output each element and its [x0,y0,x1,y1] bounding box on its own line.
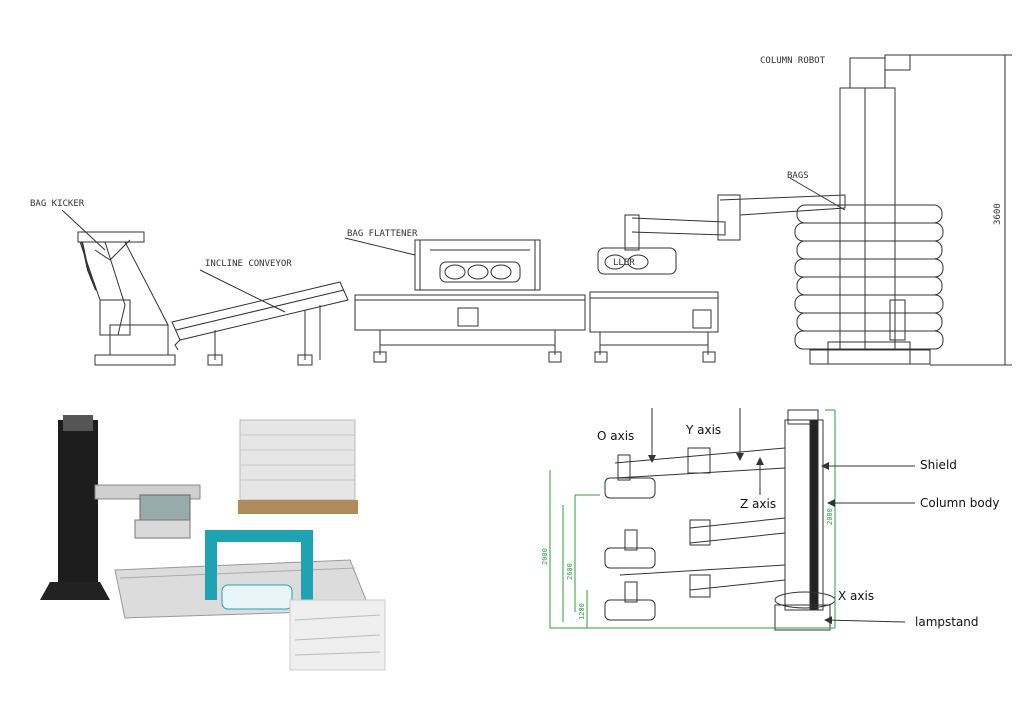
x-axis-label: X axis [838,589,874,603]
incline-conveyor [171,281,349,366]
o-axis-label: O axis [597,429,634,443]
bag-kicker-label: BAG KICKER [30,199,85,209]
dimension-label-3: 1200 [578,603,586,620]
column-robot [827,54,911,365]
z-axis-label: Z axis [740,497,776,511]
incline-conveyor-label: INCLINE CONVEYOR [205,259,292,269]
lampstand-label: lampstand [915,615,979,629]
bag-flattener-label: BAG FLATTENER [347,229,418,239]
bags-label: BAGS [787,171,809,181]
axis-diagram [549,408,915,631]
gripper-label: LLER [613,258,635,268]
y-axis-label: Y axis [685,423,721,437]
column-robot-label: COLUMN ROBOT [760,56,826,66]
robot-arm [631,194,846,241]
bag-flattener [354,239,586,363]
bag-kicker [77,231,176,366]
palletizer-photo [40,415,386,671]
shield-label: Shield [920,458,957,472]
bag-stack [794,204,944,365]
dimension-label-1: 2000 [541,548,549,565]
dimension-label-4: 2000 [826,508,834,525]
height-dimension [905,54,1012,366]
dimension-label-2: 2600 [566,563,574,580]
line-drawing [61,54,1012,366]
column-body-label: Column body [920,496,999,510]
height-dimension-value: 3600 [993,203,1003,225]
gripper-station [589,214,719,363]
